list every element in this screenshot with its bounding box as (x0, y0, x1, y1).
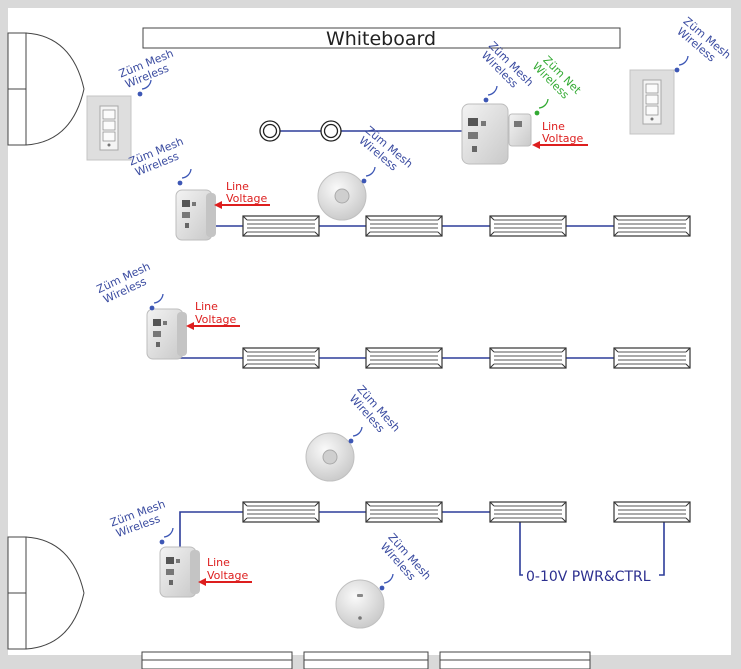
light-fixture-r3-1 (242, 501, 320, 523)
wall-switch-left (86, 95, 132, 161)
ring-fixture-1 (259, 120, 281, 142)
light-fixture-r1-2 (365, 215, 443, 237)
net-label: Züm Net Wireless (530, 53, 584, 101)
whiteboard: Whiteboard (142, 27, 621, 50)
light-fixture-r1-3 (489, 215, 567, 237)
room-controller-top (461, 103, 509, 165)
control-wiring-label-bg (523, 566, 659, 584)
line-voltage-callout-1: Line Voltage (214, 180, 270, 209)
wireless-icon-controller-2 (148, 293, 164, 312)
mesh-label-daylight: Züm Mesh Wireless (378, 531, 434, 583)
occupancy-sensor-1 (317, 171, 367, 221)
light-fixture-r2-1 (242, 347, 320, 369)
window-bottom-3 (439, 651, 591, 669)
occupancy-sensor-2 (305, 432, 355, 482)
wireless-icon-sensor-2 (347, 426, 363, 445)
wireless-icon-switch-right (673, 55, 689, 74)
line-voltage-line1: Line (195, 300, 218, 313)
mesh-label-sensor-2: Züm Mesh Wireless (347, 383, 403, 435)
door-top-left (7, 32, 85, 146)
wireless-icon-sensor-1 (360, 166, 376, 185)
door-bottom-left (7, 536, 85, 650)
window-bottom-2 (303, 651, 429, 669)
line-voltage-line2: Voltage (195, 313, 236, 326)
wall-switch-right (629, 69, 675, 135)
mesh-label-controller-1: Züm Mesh Wireless (127, 135, 185, 179)
line-voltage-line2: Voltage (207, 569, 248, 582)
light-fixture-r2-4 (613, 347, 691, 369)
line-voltage-line2: Voltage (226, 192, 267, 205)
net-wireless-icon (534, 98, 549, 116)
window-bottom-1 (141, 651, 293, 669)
light-fixture-r2-2 (365, 347, 443, 369)
wireless-icon-controller-top (482, 85, 498, 104)
room-controller-1 (175, 189, 217, 241)
line-voltage-callout-2: Line Voltage (186, 300, 240, 330)
net-bridge-module (508, 113, 532, 147)
whiteboard-label: Whiteboard (326, 28, 436, 50)
mesh-label-sensor-1: Züm Mesh Wireless (356, 124, 415, 174)
line-voltage-callout-top: Line Voltage (532, 120, 588, 149)
mesh-label-controller-3: Züm Mesh Wireless (108, 497, 167, 540)
light-fixture-r3-2 (365, 501, 443, 523)
room-controller-2 (146, 308, 188, 360)
wireless-icon-controller-3 (158, 527, 174, 546)
light-fixture-r1-1 (242, 215, 320, 237)
light-fixture-r1-4 (613, 215, 691, 237)
light-fixture-r3-3 (489, 501, 567, 523)
light-fixture-r3-4 (613, 501, 691, 523)
line-voltage-line2: Voltage (542, 132, 583, 145)
line-voltage-line1: Line (207, 556, 230, 569)
line-voltage-line1: Line (226, 180, 249, 193)
line-voltage-callout-3: Line Voltage (198, 556, 252, 586)
wireless-icon-daylight (378, 573, 394, 592)
light-fixture-r2-3 (489, 347, 567, 369)
daylight-sensor (335, 579, 385, 629)
ring-fixture-2 (320, 120, 342, 142)
wireless-icon-controller-1 (176, 168, 192, 187)
line-voltage-line1: Line (542, 120, 565, 133)
mesh-label-switch-right: Züm Mesh Wireless (674, 15, 733, 65)
control-wiring-label: 0-10V PWR&CTRL (526, 569, 651, 585)
mesh-label-controller-2: Züm Mesh Wireless (95, 260, 153, 306)
room-controller-3 (159, 546, 201, 598)
